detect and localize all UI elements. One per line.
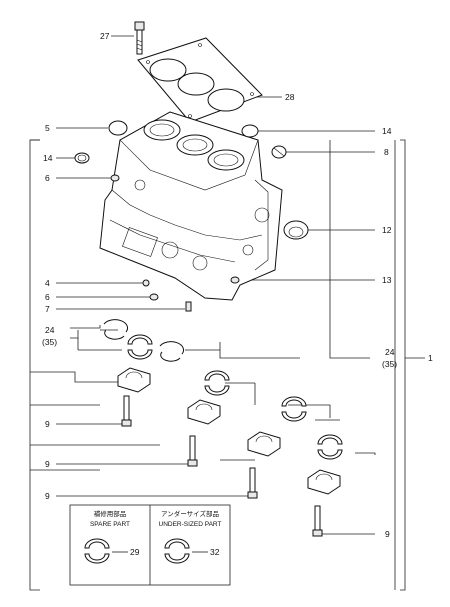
callout-5: 5 [45,123,50,133]
head-bolt [134,21,145,55]
plug-8 [271,145,287,159]
callout-4: 4 [45,278,50,288]
callout-13: 13 [382,275,392,285]
leader-lines [29,35,425,591]
callout-14-right: 14 [382,126,392,136]
callout-6-top: 6 [45,173,50,183]
legend-spare-en: SPARE PART [90,521,130,528]
callout-35-right: (35) [382,359,397,369]
pin-7 [185,301,192,312]
callout-9-a: 9 [45,419,50,429]
callout-9-c: 9 [45,491,50,501]
callout-27: 27 [100,31,110,41]
callout-35-left: (35) [42,337,57,347]
callout-32: 32 [210,547,220,557]
legend-undersize-jp: アンダーサイズ部品 [161,509,219,518]
callout-6-mid: 6 [45,292,50,302]
callout-1: 1 [428,353,433,363]
callout-28: 28 [285,92,295,102]
callout-24-left: 24 [45,325,55,335]
bearing-caps [117,367,341,495]
legend-text: 補修用部品 SPARE PART アンダーサイズ部品 UNDER-SIZED P… [90,509,222,528]
callout-24-right: 24 [385,347,395,357]
bushing-12 [283,220,309,240]
callout-9-d: 9 [385,529,390,539]
legend-box [69,504,231,586]
head-gasket [137,37,263,123]
callout-14-left: 14 [43,153,53,163]
callout-29: 29 [130,547,140,557]
callout-7: 7 [45,304,50,314]
cylinder-block [99,111,283,301]
legend-undersize-en: UNDER-SIZED PART [159,521,222,528]
main-bearings [127,334,343,460]
plug-14-right [241,124,259,138]
callout-labels: 27 28 5 14 6 14 8 12 13 4 6 7 24 (35) 24… [42,31,433,557]
thrust-washers [103,319,185,362]
pin-4 [142,279,150,287]
callout-9-b: 9 [45,459,50,469]
callout-8: 8 [384,147,389,157]
legend-spare-jp: 補修用部品 [94,509,127,518]
plug-6-mid [149,293,159,301]
plug-6-top [110,174,120,182]
callout-12: 12 [382,225,392,235]
plug-13 [230,276,240,284]
cap-bolts [121,395,323,537]
plug-5 [108,120,128,136]
seal-14-left [74,152,90,164]
